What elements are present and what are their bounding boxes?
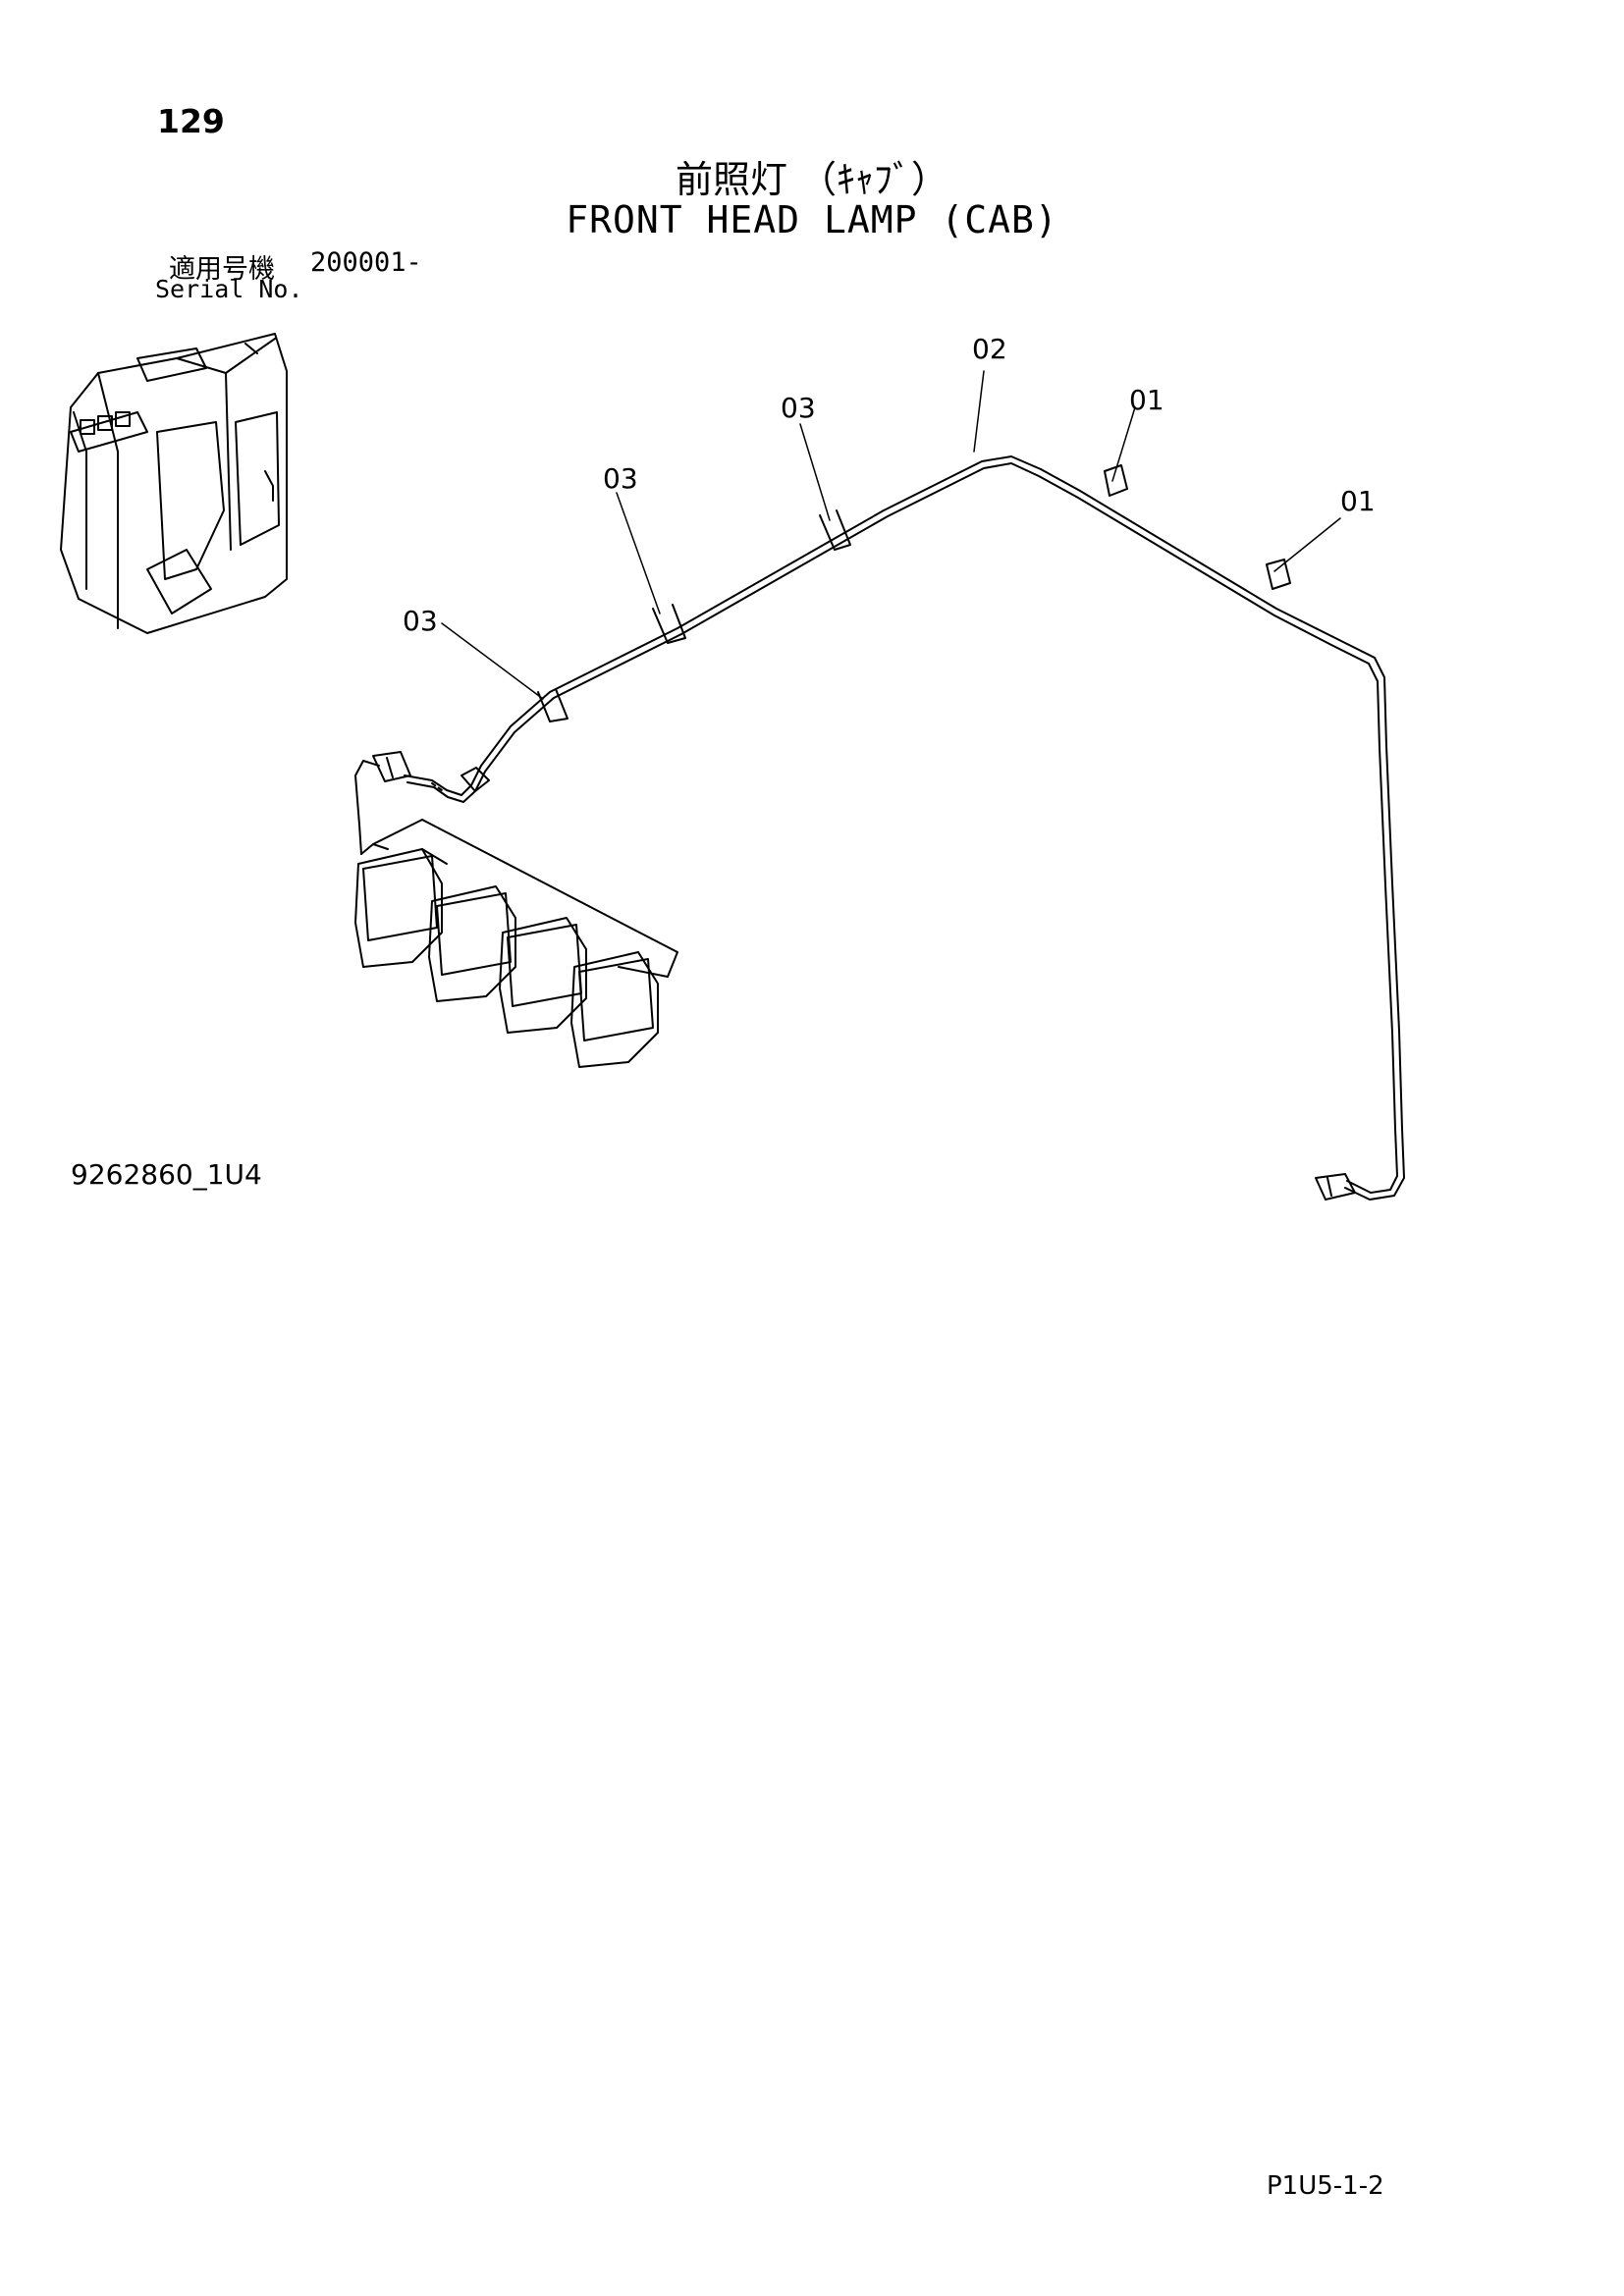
head-lamp-1 xyxy=(354,848,448,968)
page-title-english: FRONT HEAD LAMP (CAB) xyxy=(566,198,1058,241)
callout-labels: 03 03 03 02 01 01 xyxy=(403,333,1376,637)
serial-value: 200001- xyxy=(310,247,422,278)
callout-03-b: 03 xyxy=(603,462,638,495)
wire-harness xyxy=(354,455,1405,1201)
callout-01-a: 01 xyxy=(1129,384,1164,416)
page-number: 129 xyxy=(157,102,225,140)
head-lamp-4 xyxy=(570,951,659,1068)
callout-03-a: 03 xyxy=(403,605,438,637)
serial-label-japanese: 適用号機 xyxy=(169,254,275,285)
serial-label-english: Serial No. xyxy=(155,275,303,303)
drawing-number: 9262860_1U4 xyxy=(71,1158,262,1191)
lamp-assembly xyxy=(354,819,678,1068)
callout-02: 02 xyxy=(972,333,1007,365)
cab-thumbnail xyxy=(60,333,288,634)
callout-leaders xyxy=(441,370,1341,700)
page-title-japanese: 前照灯 （ｷｬﾌﾞ） xyxy=(675,158,949,201)
harness-clips xyxy=(537,464,1291,722)
sheet-reference: P1U5-1-2 xyxy=(1267,2171,1384,2201)
callout-03-c: 03 xyxy=(781,392,816,424)
callout-01-b: 01 xyxy=(1340,485,1376,517)
